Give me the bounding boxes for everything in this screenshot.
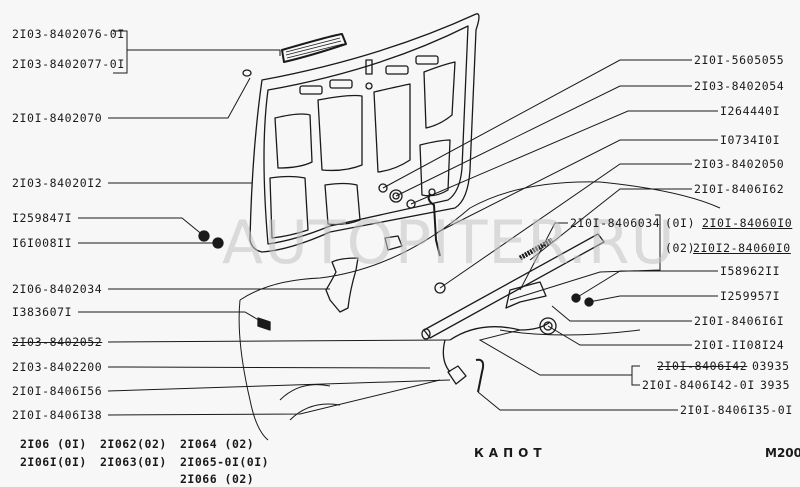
bolt-part — [257, 317, 271, 331]
part-label[interactable]: 2I0I-8406I42-0I — [642, 378, 755, 392]
part-label[interactable]: 2I0I-84060I0 — [702, 216, 793, 230]
hood-slot — [415, 55, 439, 65]
part-label-superseded[interactable]: 2I0I-8406I42 — [657, 359, 748, 373]
hood-inner-outline — [263, 25, 469, 245]
part-label[interactable]: 2I0I-II08I24 — [694, 338, 785, 352]
model-applicability: 2I066 (02) — [180, 472, 255, 486]
part-label[interactable]: 2I03-8402077-0I — [12, 57, 125, 71]
part-label[interactable]: I383607I — [12, 305, 73, 319]
variant-code: (02) — [665, 241, 696, 255]
hood-slot — [299, 85, 323, 95]
leader-lines — [78, 30, 718, 416]
body-outline — [239, 181, 721, 301]
part-label[interactable]: I259847I — [12, 211, 73, 225]
quantity: 03935 — [752, 359, 790, 373]
part-label[interactable]: 2I0I-8406I56 — [12, 384, 103, 398]
part-label[interactable]: 2I03-8402054 — [694, 79, 785, 93]
washer-part — [389, 189, 403, 203]
part-label[interactable]: 2I0I-8402070 — [12, 111, 103, 125]
washer-part — [212, 237, 224, 249]
part-label[interactable]: 2I03-8402076-0I — [12, 27, 125, 41]
buffer-part — [378, 183, 388, 193]
cable-part — [442, 321, 551, 373]
part-label[interactable]: 2I0I-8406I38 — [12, 408, 103, 422]
part-label-superseded[interactable]: 2I03-8402052 — [12, 335, 103, 349]
pin-part — [406, 199, 416, 209]
part-label[interactable]: 2I0I-5605055 — [694, 53, 785, 67]
hood-hole — [365, 82, 373, 90]
hood-opening — [419, 139, 451, 197]
grommet-part — [539, 317, 557, 335]
hinge-part — [325, 257, 359, 313]
plug-part — [242, 69, 252, 77]
hood-latch-slot — [365, 59, 373, 75]
part-label[interactable]: 2I0I-8406I6I — [694, 314, 785, 328]
part-label[interactable]: 2I03-84020I2 — [12, 176, 103, 190]
body-outline — [279, 384, 341, 421]
grille-slats — [285, 37, 344, 59]
lever-part — [475, 358, 485, 393]
variant-code: (0I) — [665, 216, 696, 230]
part-label[interactable]: 2I0I2-84060I0 — [693, 241, 791, 255]
hood-opening — [317, 94, 363, 172]
sheet-code: M200 — [765, 446, 800, 460]
grille — [281, 33, 347, 63]
part-label[interactable]: I264440I — [720, 104, 781, 118]
lock-part — [505, 281, 547, 309]
hood-slot — [385, 65, 409, 75]
hood-opening — [274, 113, 313, 169]
hood-opening — [269, 175, 309, 239]
page-title: КАПОТ — [474, 446, 547, 460]
part-label[interactable]: 2I06-8402034 — [12, 282, 103, 296]
cable-clamp-part — [447, 365, 467, 385]
quantity: 3935 — [760, 378, 791, 392]
part-label[interactable]: I259957I — [720, 289, 781, 303]
model-applicability: 2I065-0I(0I) — [180, 455, 270, 469]
part-label[interactable]: 2I03-8402050 — [694, 157, 785, 171]
model-applicability: 2I064 (02) — [180, 437, 255, 451]
model-applicability: 2I063(0I) — [100, 455, 167, 469]
part-label[interactable]: I6I008II — [12, 236, 73, 250]
part-label[interactable]: 2I0I-8406I35-0I — [680, 403, 793, 417]
hood-opening — [324, 182, 361, 226]
body-outline — [499, 329, 641, 336]
stay-holder-part — [434, 282, 446, 294]
hood-slot — [329, 79, 353, 89]
model-applicability: 2I06 (0I) — [20, 437, 87, 451]
bracket-part — [384, 235, 403, 251]
part-label[interactable]: 2I0I-8406I62 — [694, 182, 785, 196]
spring-part — [518, 237, 554, 261]
part-label[interactable]: I0734I0I — [720, 133, 781, 147]
lock-rod — [423, 233, 605, 339]
hood-opening — [373, 83, 411, 173]
part-label[interactable]: 2I03-8402200 — [12, 360, 103, 374]
stay-part — [427, 193, 441, 257]
part-label[interactable]: 2I0I-8406034 — [570, 216, 661, 230]
hood-opening — [423, 61, 456, 129]
hood-panel-outline — [249, 13, 480, 253]
part-label[interactable]: I58962II — [720, 264, 781, 278]
model-applicability: 2I06I(0I) — [20, 455, 87, 469]
body-outline — [238, 299, 269, 441]
model-applicability: 2I062(02) — [100, 437, 167, 451]
